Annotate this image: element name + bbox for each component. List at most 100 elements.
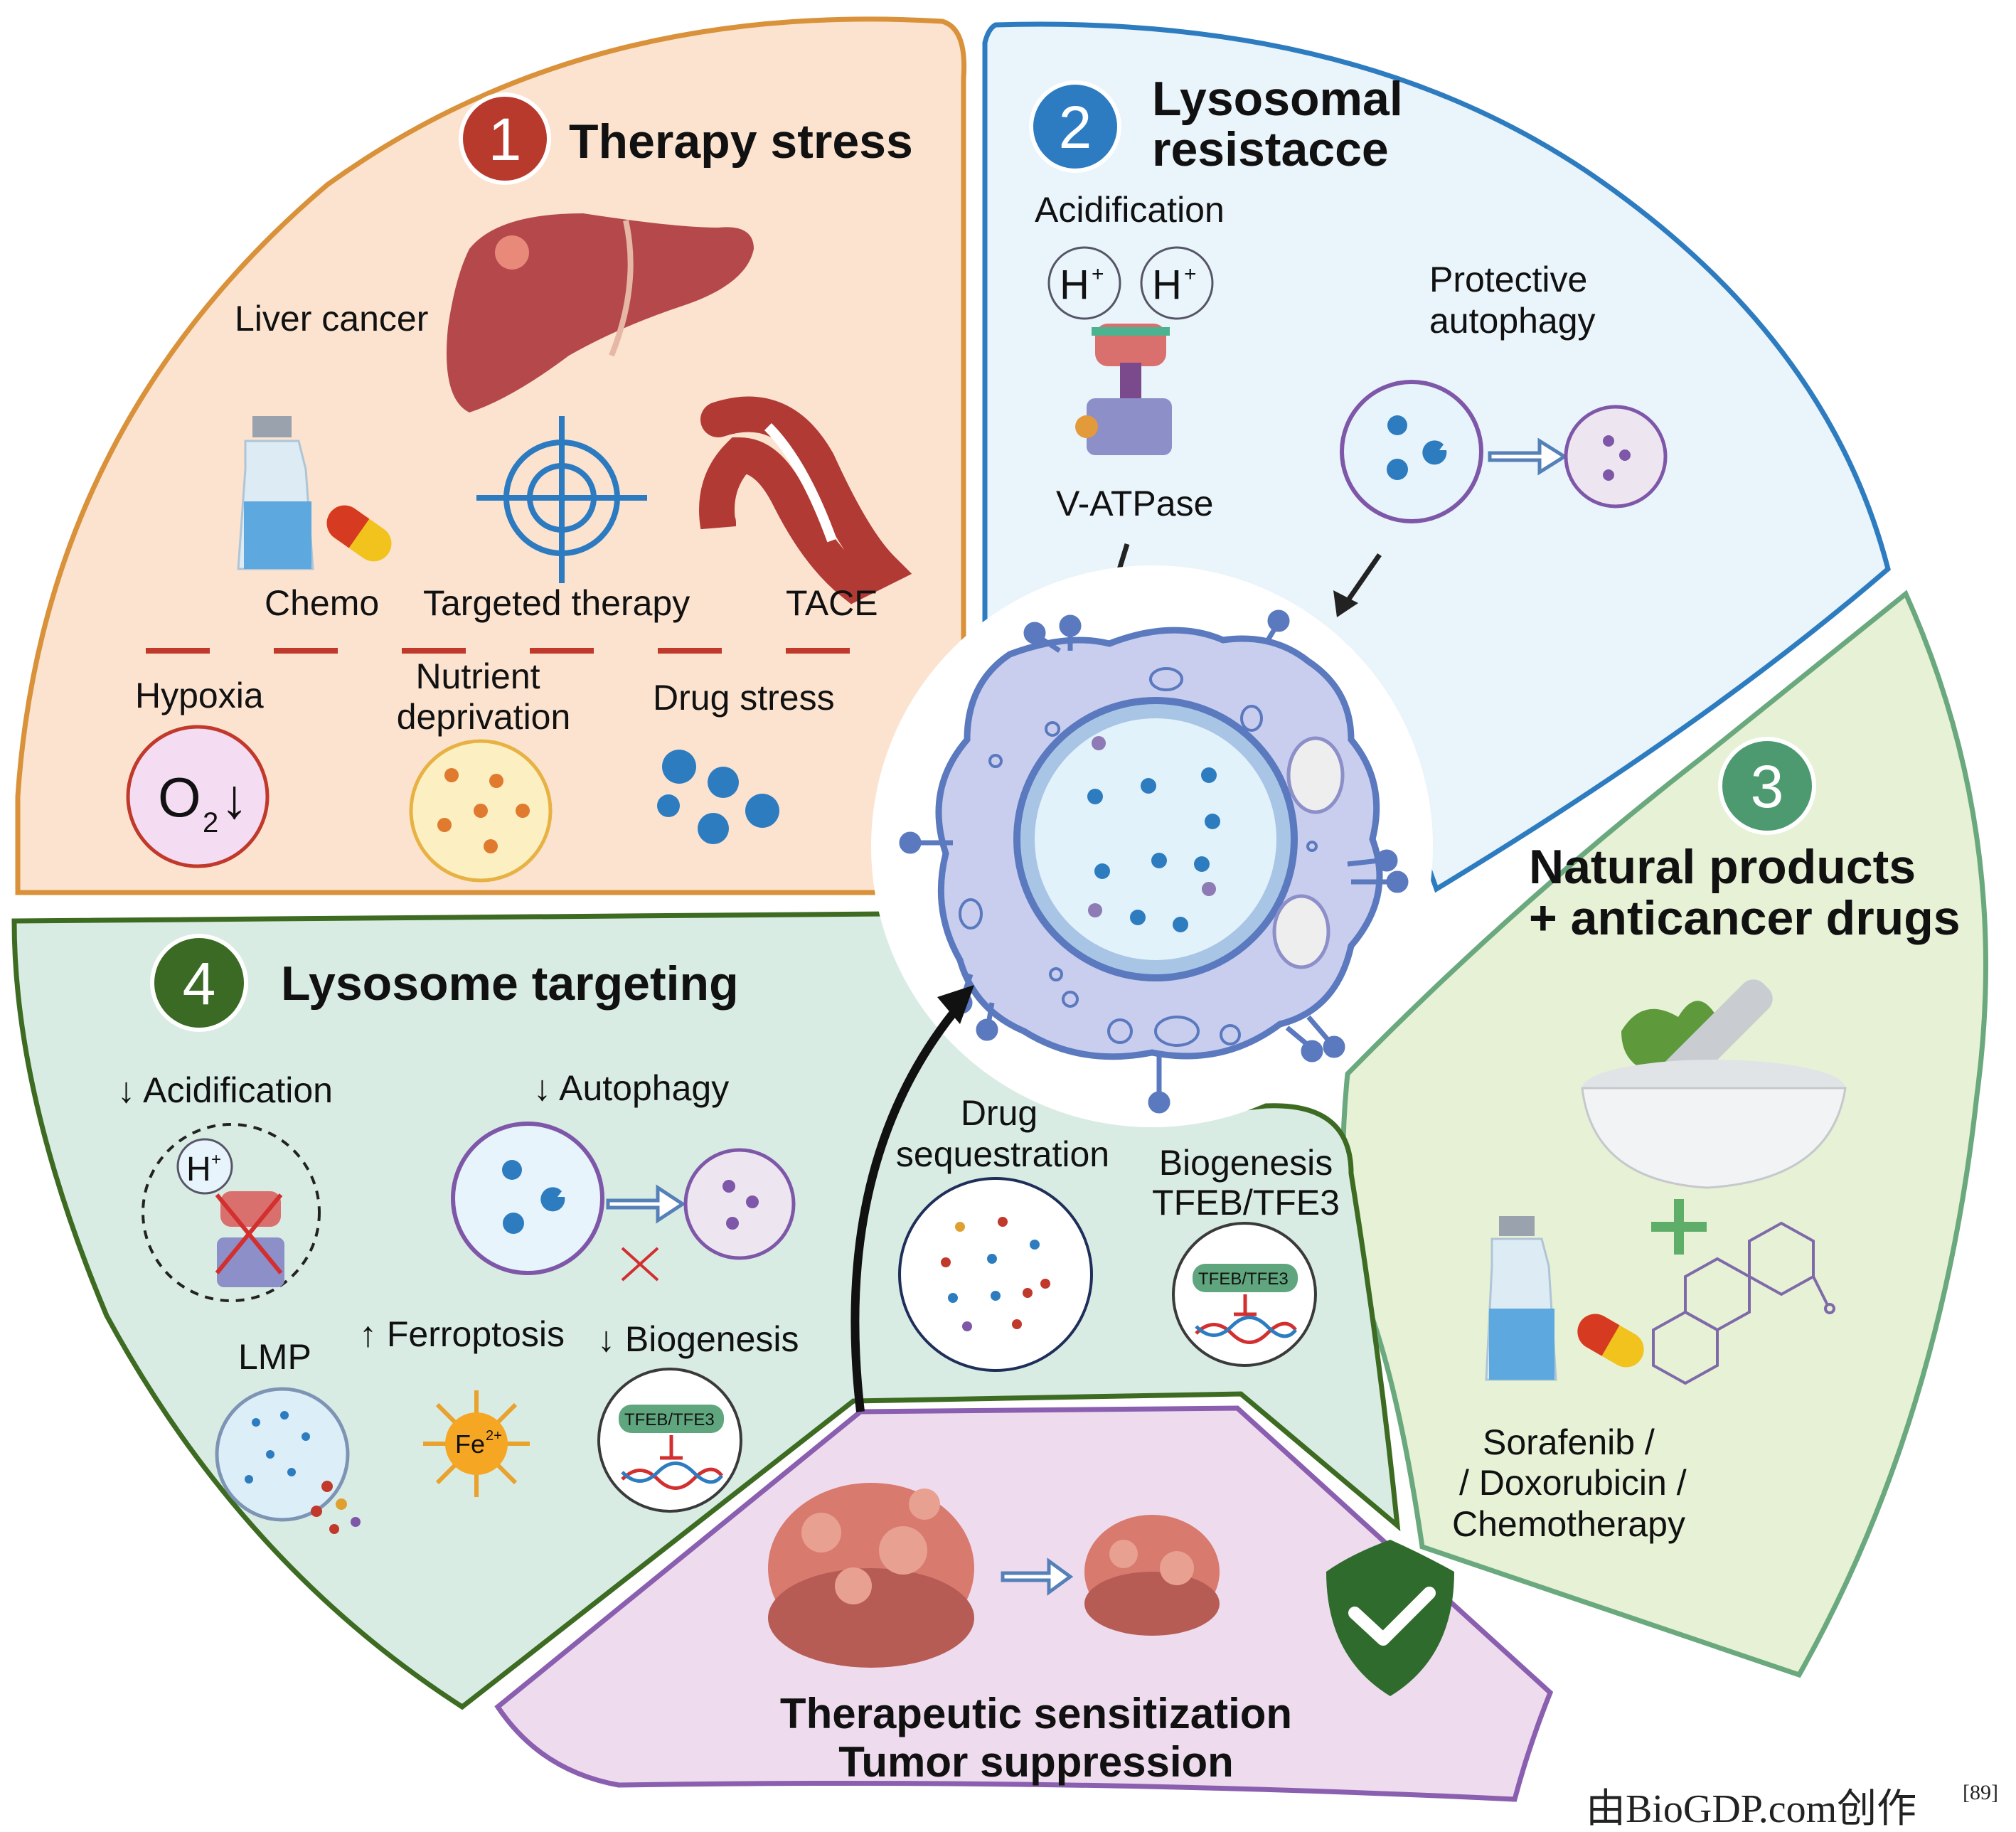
mitochondria (1272, 736, 1345, 969)
inhibit-autolysosome-icon (683, 1148, 796, 1260)
inhibit-proton-plus: + (211, 1150, 221, 1169)
nutrient-label-1: Nutrient (415, 656, 540, 696)
panel-therapeutic-sensitization: Therapeutic sensitization Tumor suppress… (494, 1405, 1554, 1802)
plus-icon (1651, 1199, 1707, 1255)
panel-natural-products: 3 Natural products + anticancer drugs (1340, 590, 1988, 1678)
shrink-arrow (1001, 1557, 1074, 1596)
membrane-receptors (899, 609, 1409, 1114)
small-tumor-icon (1084, 1515, 1220, 1636)
panel-5-background (494, 1405, 1554, 1802)
tfeb-dna-icon: TFEB/TFE3 (1172, 1222, 1317, 1367)
badge-1 (459, 92, 551, 185)
shield-check-icon (1326, 1540, 1454, 1696)
badge-3-number: 3 (1751, 753, 1784, 820)
drug-sequestration-lysosome-icon (898, 1177, 1093, 1372)
proton-1-h: H (1060, 262, 1089, 308)
drugs-label-2: / Doxorubicin / (1459, 1463, 1687, 1503)
center-lower-section: Drug sequestration Biogenesis TFEB/TFE3 … (896, 1093, 1340, 1372)
inhibit-autophagosome-icon (451, 1122, 604, 1275)
drugs-label-1: Sorafenib / (1483, 1422, 1655, 1462)
badge-1-number: 1 (489, 106, 522, 173)
mortar-pestle-icon (1581, 979, 1847, 1189)
reduced-autophagy-label: ↓ Autophagy (533, 1068, 729, 1108)
panel-1-title: Therapy stress (569, 114, 913, 169)
iron-fe-charge: 2+ (486, 1428, 502, 1444)
drug-sequestration-label-1: Drug (961, 1093, 1038, 1133)
proton-icon-2: H + (1140, 246, 1214, 320)
tfeb-protein-label: TFEB/TFE3 (624, 1410, 715, 1429)
reduced-acidification-label: ↓ Acidification (117, 1070, 333, 1110)
sensitization-label: Therapeutic sensitization (780, 1690, 1292, 1737)
v-atpase-label: V-ATPase (1056, 484, 1213, 523)
biogenesis-label-2: TFEB/TFE3 (1152, 1183, 1340, 1223)
nutrient-label-2: deprivation (397, 697, 571, 737)
badge-2 (1029, 80, 1121, 173)
drugs-label-3: Chemotherapy (1452, 1504, 1685, 1544)
panel-4-title: Lysosome targeting (281, 957, 739, 1011)
tace-vessel-icon (699, 396, 912, 605)
watermark-text: 由BioGDP.com创作 (1586, 1787, 1916, 1831)
acidification-label: Acidification (1035, 190, 1225, 230)
tumor-suppression-label: Tumor suppression (838, 1738, 1234, 1786)
panel-2-title-line2: resistacce (1152, 122, 1389, 176)
cell-vesicles (959, 667, 1318, 1047)
molecule-icon (1652, 1221, 1835, 1385)
v-atpase-icon (1075, 324, 1172, 455)
proton-2-plus: + (1184, 262, 1197, 286)
chemo-vial-icon (237, 416, 314, 570)
badge-2-number: 2 (1059, 94, 1092, 161)
panel-3-title-line2: + anticancer drugs (1529, 891, 1961, 945)
iron-fe-text: Fe (455, 1429, 485, 1459)
sensitization-curved-arrow (850, 985, 974, 1412)
reduced-biogenesis-label: ↓ Biogenesis (597, 1319, 799, 1359)
arrow-to-autolysosome (1488, 437, 1568, 476)
chemo-label: Chemo (265, 583, 379, 623)
targeted-therapy-label: Targeted therapy (423, 583, 690, 623)
drug-stress-label: Drug stress (653, 678, 835, 718)
autophagosome-icon (1340, 380, 1483, 523)
center-tfeb-protein-label: TFEB/TFE3 (1198, 1269, 1289, 1289)
hypoxia-label: Hypoxia (135, 676, 264, 715)
o2-symbol: O (158, 766, 201, 829)
panel-therapy-stress: 1 Therapy stress Liver cancer Chemo Targ… (15, 16, 967, 895)
liver-cancer-label: Liver cancer (235, 299, 428, 339)
panel-lysosomal-resistance: 2 Lysosomal resistacce Acidification H +… (982, 21, 1891, 893)
autolysosome-icon (1564, 405, 1668, 508)
blocked-arrow (606, 1184, 686, 1282)
target-icon (476, 416, 647, 583)
drug-particles-icon (657, 750, 779, 844)
biogenesis-label-1: Biogenesis (1159, 1143, 1333, 1183)
protective-autophagy-label-1: Protective (1429, 260, 1587, 299)
tace-label: TACE (786, 583, 878, 623)
badge-3 (1718, 737, 1816, 835)
nucleoplasm (1035, 718, 1276, 960)
o2-subscript: 2 (203, 807, 218, 838)
ferroptosis-label: ↑ Ferroptosis (359, 1314, 565, 1354)
proton-1-plus: + (1092, 262, 1104, 286)
protective-autophagy-label-2: autophagy (1429, 301, 1596, 341)
drug-pill-icon (1577, 1314, 1644, 1368)
drug-sequestration-label-2: sequestration (896, 1134, 1109, 1174)
o2-down-arrow: ↓ (220, 767, 248, 830)
lmp-label: LMP (238, 1337, 311, 1377)
panel-3-title-line1: Natural products (1529, 840, 1916, 894)
watermark-ref: [89] (1963, 1781, 1998, 1804)
badge-4-number: 4 (183, 950, 216, 1017)
nucleus-particles (1087, 736, 1220, 932)
nutrient-circle (409, 739, 553, 883)
tfeb-dna-icon-inhibited: TFEB/TFE3 (597, 1368, 742, 1513)
hypoxia-circle (126, 725, 270, 868)
panel-lysosome-targeting: 4 Lysosome targeting ↓ Acidification H +… (11, 911, 1401, 1710)
liver-icon (447, 213, 754, 412)
large-tumor-icon (768, 1483, 974, 1668)
pill-icon (326, 505, 392, 562)
badge-4 (150, 934, 248, 1032)
inhibited-vatpase-icon: H + (142, 1123, 321, 1302)
proton-icon-1: H + (1047, 246, 1121, 320)
iron-fe-icon: Fe 2+ (423, 1390, 530, 1497)
panel-2-title-line1: Lysosomal (1152, 72, 1403, 126)
lmp-leaking-lysosome-icon (215, 1387, 361, 1534)
proton-2-h: H (1152, 262, 1182, 308)
drug-vial-icon (1485, 1216, 1557, 1381)
